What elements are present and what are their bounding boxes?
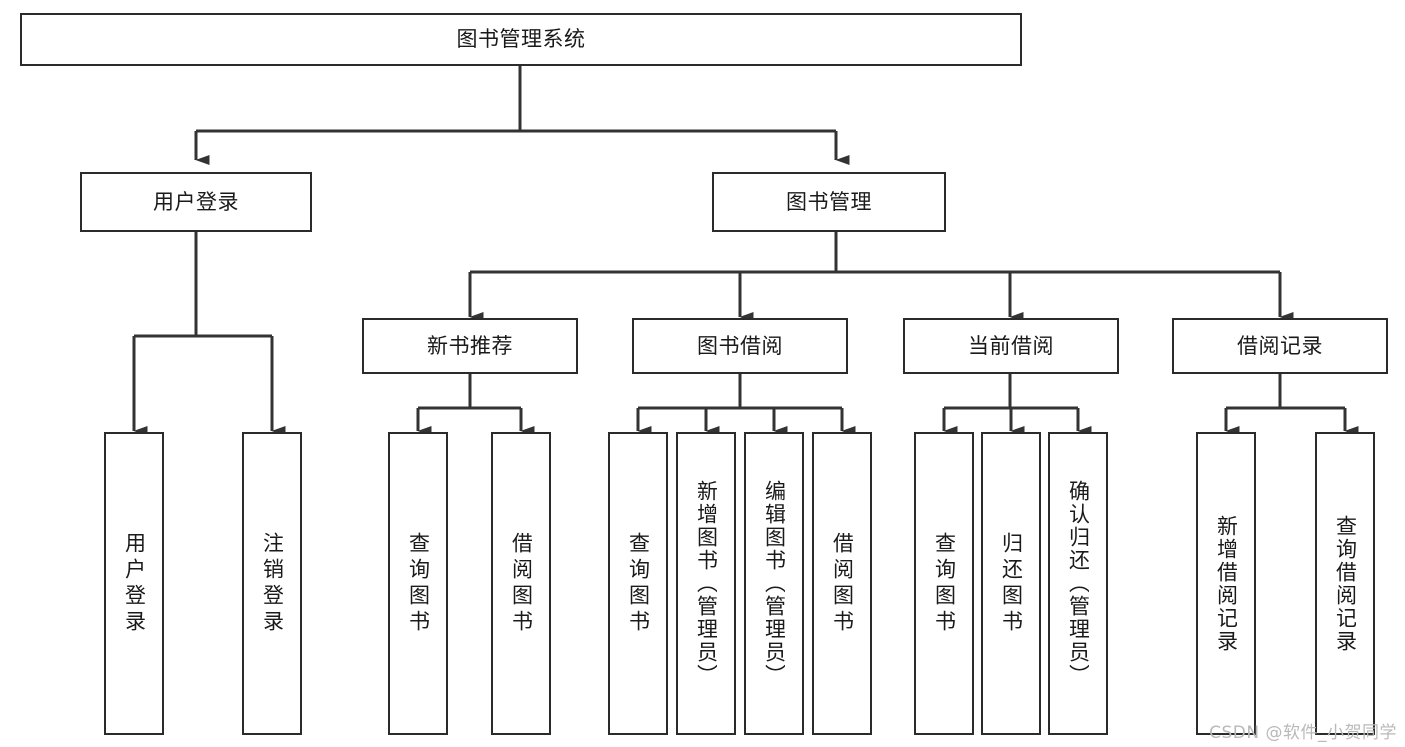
leaf-book-borrow-query[interactable]: 查询图书	[608, 432, 668, 735]
leaf-user-login-logout-label: 注销登录	[261, 531, 283, 636]
node-book-management-label: 图书管理	[786, 189, 872, 214]
leaf-current-borrow-query-label: 查询图书	[933, 531, 955, 636]
leaf-book-borrow-edit-label: 编辑图书（管理员）	[763, 480, 785, 687]
leaf-current-borrow-return-label: 归还图书	[1000, 531, 1022, 636]
leaf-current-borrow-return[interactable]: 归还图书	[981, 432, 1041, 735]
node-borrow-record[interactable]: 借阅记录	[1172, 318, 1388, 374]
leaf-user-login-logout[interactable]: 注销登录	[242, 432, 302, 735]
watermark-text: CSDN @软件_小贺同学	[1209, 723, 1397, 743]
node-root-system[interactable]: 图书管理系统	[20, 13, 1022, 66]
leaf-book-borrow-edit[interactable]: 编辑图书（管理员）	[744, 432, 804, 735]
leaf-book-borrow-borrow[interactable]: 借阅图书	[812, 432, 872, 735]
leaf-book-borrow-add-label: 新增图书（管理员）	[695, 480, 717, 687]
node-root-system-label: 图书管理系统	[456, 27, 586, 52]
leaf-current-borrow-query[interactable]: 查询图书	[914, 432, 974, 735]
node-borrow-record-label: 借阅记录	[1237, 333, 1323, 358]
leaf-new-book-query-label: 查询图书	[407, 531, 429, 636]
leaf-current-borrow-confirm-return-label: 确认归还（管理员）	[1067, 480, 1089, 687]
node-book-borrow[interactable]: 图书借阅	[632, 318, 848, 374]
leaf-borrow-record-query[interactable]: 查询借阅记录	[1315, 432, 1375, 735]
leaf-borrow-record-query-label: 查询借阅记录	[1334, 514, 1356, 653]
leaf-new-book-query[interactable]: 查询图书	[388, 432, 448, 735]
leaf-new-book-borrow-label: 借阅图书	[510, 531, 532, 636]
leaf-book-borrow-borrow-label: 借阅图书	[831, 531, 853, 636]
node-current-borrow-label: 当前借阅	[968, 333, 1054, 358]
leaf-borrow-record-add[interactable]: 新增借阅记录	[1196, 432, 1256, 735]
leaf-user-login-login-label: 用户登录	[123, 531, 145, 636]
node-user-login[interactable]: 用户登录	[80, 172, 312, 232]
node-new-book-recommend[interactable]: 新书推荐	[362, 318, 578, 374]
node-book-borrow-label: 图书借阅	[697, 333, 783, 358]
leaf-borrow-record-add-label: 新增借阅记录	[1215, 514, 1237, 653]
node-new-book-recommend-label: 新书推荐	[427, 333, 513, 358]
leaf-current-borrow-confirm-return[interactable]: 确认归还（管理员）	[1048, 432, 1108, 735]
leaf-book-borrow-query-label: 查询图书	[627, 531, 649, 636]
leaf-user-login-login[interactable]: 用户登录	[104, 432, 164, 735]
node-current-borrow[interactable]: 当前借阅	[903, 318, 1119, 374]
node-user-login-label: 用户登录	[153, 189, 239, 214]
node-book-management[interactable]: 图书管理	[712, 172, 946, 232]
leaf-new-book-borrow[interactable]: 借阅图书	[491, 432, 551, 735]
leaf-book-borrow-add[interactable]: 新增图书（管理员）	[676, 432, 736, 735]
